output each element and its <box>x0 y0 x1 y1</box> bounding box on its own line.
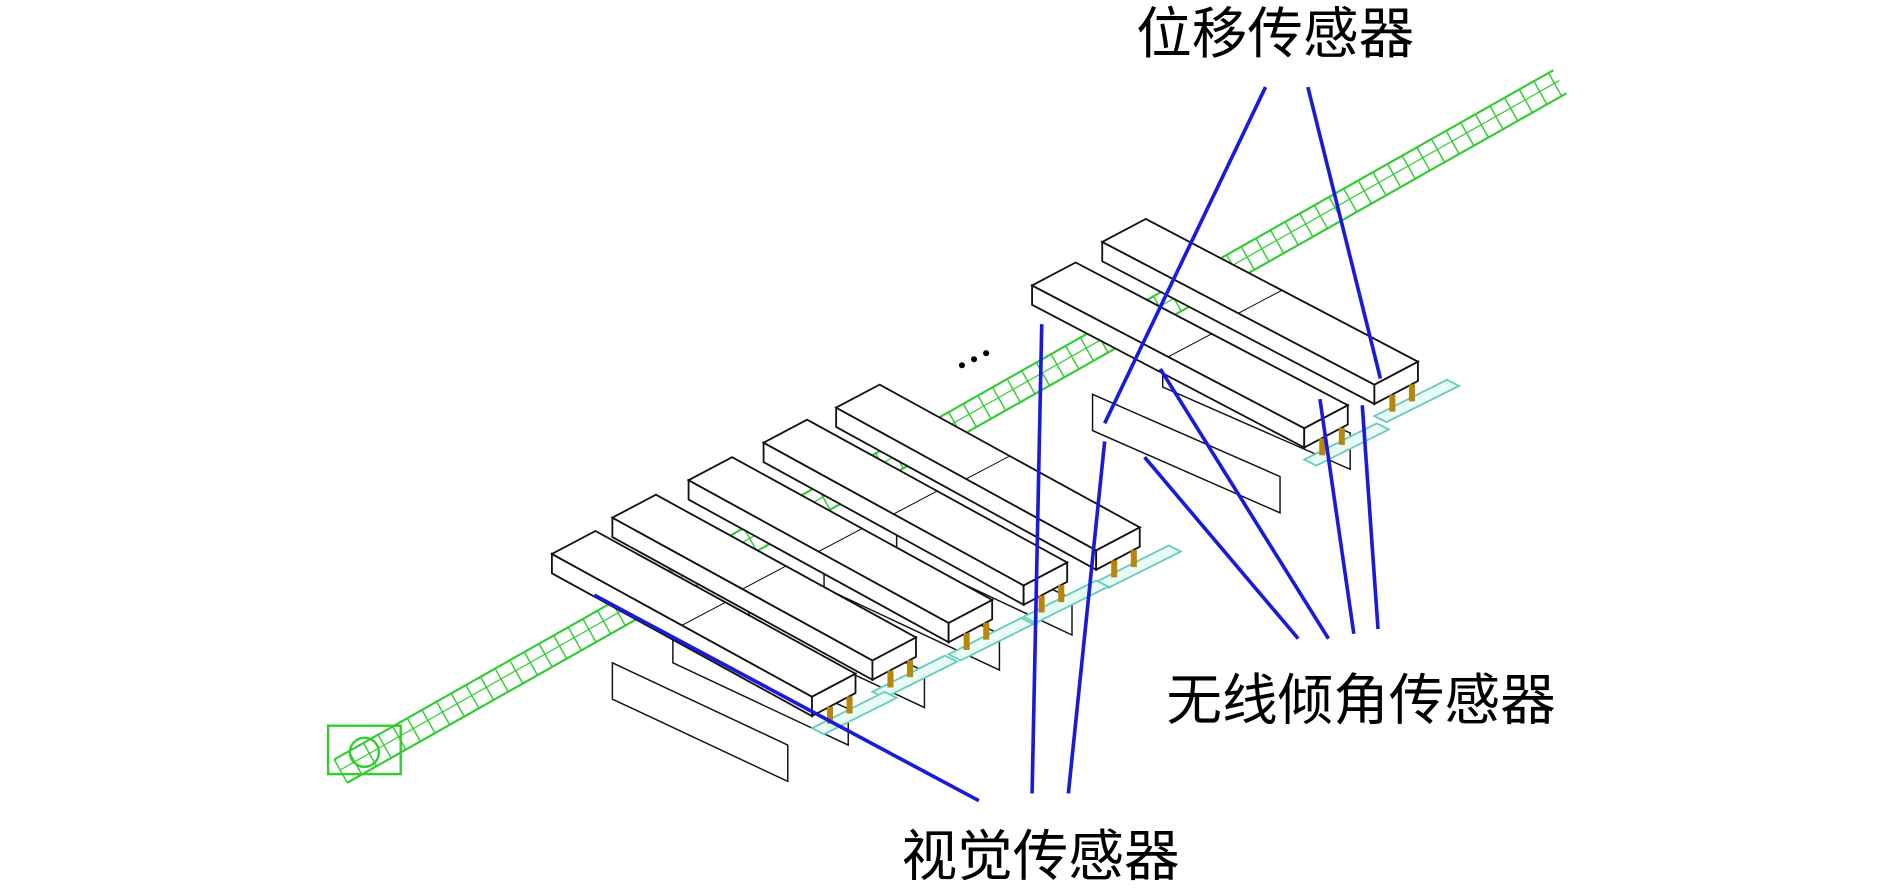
bracket-sensor <box>1058 585 1065 603</box>
rail-head-end <box>326 724 402 776</box>
rail-tick <box>479 676 495 701</box>
rail-tick <box>1430 138 1446 163</box>
bracket-sensor <box>887 670 894 688</box>
rail-tick <box>1416 147 1431 171</box>
bracket-sensor <box>983 622 990 640</box>
rail-tick <box>538 643 553 668</box>
rail-tick <box>1035 362 1051 386</box>
support-base <box>611 661 789 783</box>
rail-tick <box>392 726 407 751</box>
bracket-sensor <box>1111 560 1118 578</box>
cyan-pusher <box>1372 378 1462 424</box>
slab-seam <box>742 565 787 590</box>
rail-tick <box>509 659 524 684</box>
leader-tilt-3 <box>1318 398 1356 635</box>
leader-vision-2 <box>1030 324 1044 794</box>
rail-tick <box>1284 221 1299 246</box>
rail-tick <box>991 386 1007 411</box>
leader-tilt-2 <box>1158 367 1330 640</box>
rail-tick <box>1079 337 1095 362</box>
bracket-sensor <box>1389 394 1396 412</box>
rail-tick <box>1474 113 1490 138</box>
rail-tick <box>977 395 992 420</box>
rail-tick <box>1065 345 1080 370</box>
rail-tick <box>1299 213 1314 238</box>
slab-seam <box>965 455 1010 480</box>
rail-tick <box>1050 353 1065 378</box>
slab-seam <box>681 601 726 626</box>
rail-tick <box>1021 370 1036 395</box>
rail-tick <box>1533 80 1548 105</box>
bracket-sensor <box>1130 550 1137 568</box>
rail-tick <box>494 668 509 693</box>
rail-tick <box>450 693 465 717</box>
rail-tick <box>1503 97 1519 122</box>
rail-tick <box>962 403 978 428</box>
rail-tick <box>1372 171 1387 196</box>
bracket-sensor <box>1319 438 1326 456</box>
rail-tick <box>1255 238 1270 262</box>
cyan-pusher <box>946 617 1036 662</box>
rail-tick <box>421 709 436 734</box>
rail-tick <box>1445 130 1460 155</box>
leader-tilt-1 <box>1143 456 1300 640</box>
label-displacement-sensor: 位移传感器 <box>1136 2 1414 67</box>
rail-tick <box>435 701 451 726</box>
rail-tick <box>1313 204 1329 229</box>
rail-tick <box>1006 378 1021 403</box>
rail-tick <box>1460 122 1475 147</box>
leader-displacement-2 <box>1306 86 1383 380</box>
leader-vision-3 <box>1066 441 1107 794</box>
bracket-sensor <box>1338 427 1345 445</box>
bracket-sensor <box>1408 384 1416 402</box>
rail-edge <box>333 69 1554 761</box>
rail-tick <box>1269 229 1285 254</box>
bracket-sensor <box>1038 595 1045 613</box>
slab-seam <box>1238 289 1283 314</box>
rail-tick <box>406 717 422 742</box>
bracket-sensor <box>826 706 833 724</box>
rail-tick <box>1547 72 1563 97</box>
leader-displacement-1 <box>1103 86 1268 425</box>
rail-head-gear <box>348 736 381 769</box>
slab-seam <box>818 528 863 552</box>
rail-tick <box>1386 163 1402 188</box>
label-vision-sensor: 视觉传感器 <box>901 825 1179 889</box>
rail-tick <box>465 684 480 709</box>
rail-tick <box>1489 105 1504 130</box>
rail-tick <box>567 626 583 651</box>
leader-lines <box>593 86 1383 803</box>
rail-tick <box>582 618 597 643</box>
cyan-pusher <box>1021 579 1111 624</box>
slab-seam <box>1167 333 1212 358</box>
rail-tick <box>1357 180 1373 204</box>
slab-seam <box>893 490 938 515</box>
bracket-sensor <box>963 633 970 650</box>
rail-tick <box>377 734 392 759</box>
ellipsis-dots <box>958 350 990 369</box>
rail-tick <box>1240 246 1256 271</box>
rail-tick <box>523 651 539 676</box>
rail-tick <box>596 610 612 635</box>
leader-vision-1 <box>593 593 980 803</box>
leader-tilt-4 <box>1360 405 1380 630</box>
rail-tick <box>1343 188 1358 213</box>
cyan-pusher <box>1302 422 1391 467</box>
bracket-sensor <box>907 660 914 678</box>
label-wireless-tilt-sensor: 无线倾角传感器 <box>1166 669 1555 734</box>
bracket-sensor <box>846 696 853 714</box>
rail-tick <box>333 759 348 784</box>
rail-tick <box>553 635 568 660</box>
rail-tick <box>1518 89 1533 113</box>
rail-tick <box>1401 155 1416 180</box>
